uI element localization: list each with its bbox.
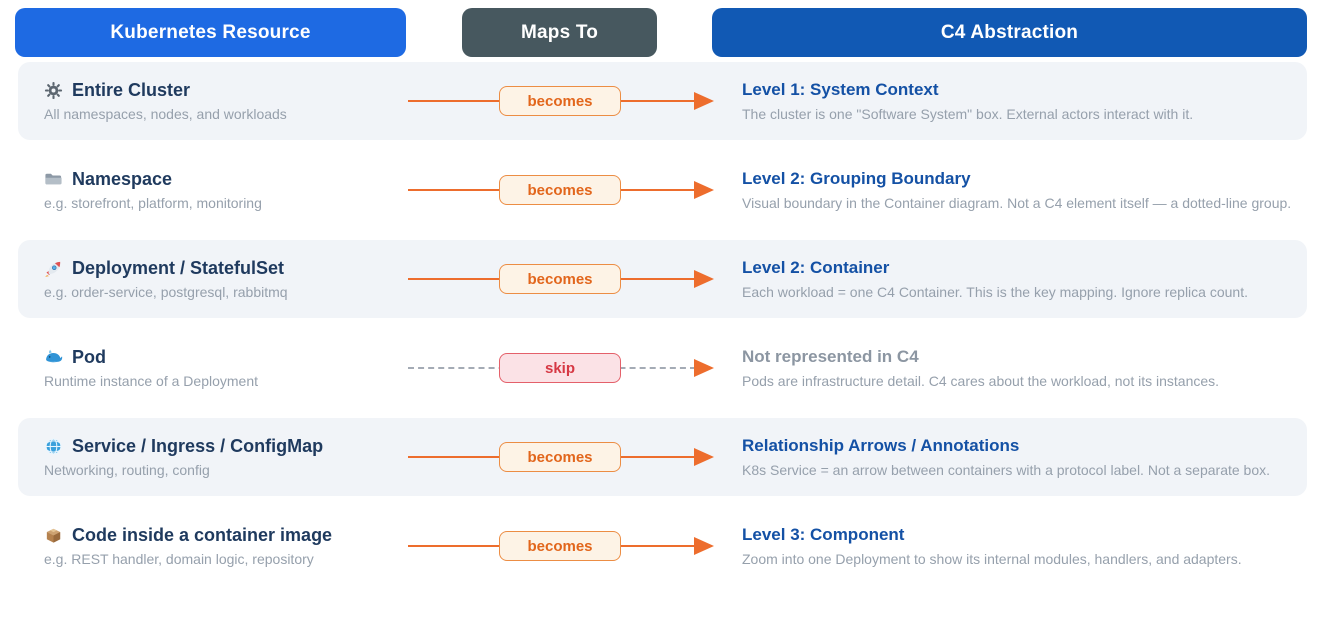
mapping-arrow: becomes [406,151,714,229]
mapping-row-pod: Pod Runtime instance of a Deployment ski… [18,329,1307,407]
c4-subtitle: Visual boundary in the Container diagram… [742,195,1292,211]
k8s-resource-title: Code inside a container image [72,525,333,545]
c4-title: Not represented in C4 [742,347,919,366]
c4-title: Relationship Arrows / Annotations [742,436,1020,455]
c4-title: Level 3: Component [742,525,905,544]
kubernetes-resource-header: Kubernetes Resource [15,8,406,57]
arrow-label-badge: becomes [499,86,621,116]
c4-title: Level 1: System Context [742,80,939,99]
c4-abstraction-cell: Level 3: Component Zoom into one Deploym… [714,525,1307,567]
arrow-head-icon [694,359,714,377]
c4-subtitle: Zoom into one Deployment to show its int… [742,551,1242,567]
mapping-row-entire-cluster: Entire Cluster All namespaces, nodes, an… [18,62,1307,140]
k8s-resource-subtitle: Runtime instance of a Deployment [44,373,258,389]
c4-abstraction-cell: Level 1: System Context The cluster is o… [714,80,1307,122]
c4-title: Level 2: Container [742,258,890,277]
c4-abstraction-header: C4 Abstraction [712,8,1307,57]
k8s-resource-title: Service / Ingress / ConfigMap [72,436,324,456]
k8s-resource-subtitle: e.g. order-service, postgresql, rabbitmq [44,284,288,300]
k8s-resource-title: Pod [72,347,106,367]
mapping-arrow: becomes [406,62,714,140]
c4-subtitle: K8s Service = an arrow between container… [742,462,1271,478]
k8s-resource-title: Deployment / StatefulSet [72,258,285,278]
mapping-arrow: skip [406,329,714,407]
k8s-resource-cell: Code inside a container image e.g. REST … [18,525,406,567]
rocket-icon [44,259,63,278]
arrow-label-badge: becomes [499,442,621,472]
c4-subtitle: The cluster is one "Software System" box… [742,106,1194,122]
mapping-row-service: Service / Ingress / ConfigMap Networking… [18,418,1307,496]
c4-title: Level 2: Grouping Boundary [742,169,971,188]
k8s-resource-cell: Namespace e.g. storefront, platform, mon… [18,169,406,211]
arrow-head-icon [694,537,714,555]
k8s-resource-title: Namespace [72,169,173,189]
globe-icon [44,437,63,456]
mapping-arrow: becomes [406,240,714,318]
c4-abstraction-cell: Not represented in C4 Pods are infrastru… [714,347,1307,389]
arrow-label-badge: becomes [499,264,621,294]
c4-abstraction-cell: Level 2: Container Each workload = one C… [714,258,1307,300]
arrow-head-icon [694,92,714,110]
gear-icon [44,81,63,100]
arrow-head-icon [694,448,714,466]
k8s-resource-subtitle: Networking, routing, config [44,462,210,478]
arrow-head-icon [694,270,714,288]
mapping-rows: Entire Cluster All namespaces, nodes, an… [18,62,1307,596]
k8s-resource-cell: Deployment / StatefulSet e.g. order-serv… [18,258,406,300]
mapping-arrow: becomes [406,418,714,496]
k8s-resource-title: Entire Cluster [72,80,191,100]
k8s-resource-cell: Pod Runtime instance of a Deployment [18,347,406,389]
mapping-row-code: Code inside a container image e.g. REST … [18,507,1307,585]
c4-abstraction-cell: Level 2: Grouping Boundary Visual bounda… [714,169,1307,211]
c4-subtitle: Each workload = one C4 Container. This i… [742,284,1248,300]
arrow-label-badge: skip [499,353,621,383]
folder-icon [44,170,63,189]
maps-to-header: Maps To [462,8,657,57]
k8s-resource-subtitle: All namespaces, nodes, and workloads [44,106,287,122]
arrow-label-badge: becomes [499,175,621,205]
mapping-row-deployment: Deployment / StatefulSet e.g. order-serv… [18,240,1307,318]
k8s-resource-cell: Entire Cluster All namespaces, nodes, an… [18,80,406,122]
mapping-row-namespace: Namespace e.g. storefront, platform, mon… [18,151,1307,229]
k8s-resource-subtitle: e.g. storefront, platform, monitoring [44,195,262,211]
c4-subtitle: Pods are infrastructure detail. C4 cares… [742,373,1220,389]
package-icon [44,526,63,545]
k8s-resource-subtitle: e.g. REST handler, domain logic, reposit… [44,551,314,567]
c4-abstraction-cell: Relationship Arrows / Annotations K8s Se… [714,436,1307,478]
arrow-head-icon [694,181,714,199]
mapping-arrow: becomes [406,507,714,585]
k8s-resource-cell: Service / Ingress / ConfigMap Networking… [18,436,406,478]
whale-icon [44,348,63,367]
arrow-label-badge: becomes [499,531,621,561]
